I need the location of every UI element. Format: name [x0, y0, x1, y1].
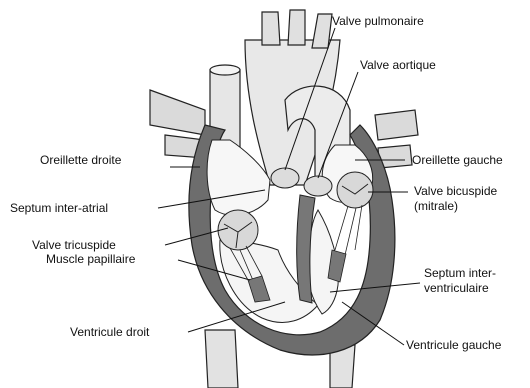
label-interatrial-septum: Septum inter-atrial: [10, 201, 108, 215]
pulmonary-valve-shape: [271, 168, 299, 188]
left-pulmonary-veins: [150, 90, 205, 135]
label-right-ventricle: Ventricule droit: [70, 325, 150, 339]
aortic-branch-1: [262, 12, 280, 45]
label-right-atrium: Oreillette droite: [40, 153, 122, 167]
inferior-vena-cava: [205, 330, 238, 388]
label-tricuspid-valve: Valve tricuspide: [32, 238, 116, 252]
label-interventricular-septum-2: ventriculaire: [424, 281, 489, 295]
label-interventricular-septum-1: Septum inter-: [424, 266, 496, 280]
mitral-ring: [337, 172, 373, 208]
aortic-branch-3: [312, 14, 332, 48]
label-left-ventricle: Ventricule gauche: [406, 338, 502, 352]
label-bicuspid-valve-1: Valve bicuspide: [414, 184, 497, 198]
label-bicuspid-valve-2: (mitrale): [414, 199, 458, 213]
right-pulmonary-veins: [375, 110, 418, 140]
aortic-valve-shape: [304, 176, 332, 196]
tricuspid-ring: [218, 210, 258, 250]
vena-cava-opening: [210, 65, 240, 75]
label-valve-aortic: Valve aortique: [360, 58, 436, 72]
label-left-atrium: Oreillette gauche: [412, 153, 503, 167]
label-papillary-muscle: Muscle papillaire: [46, 252, 136, 266]
aortic-branch-2: [288, 10, 305, 45]
mitral-chordae: [335, 205, 362, 255]
mitral-valve: [335, 172, 373, 255]
label-valve-pulmonary: Valve pulmonaire: [332, 14, 424, 28]
